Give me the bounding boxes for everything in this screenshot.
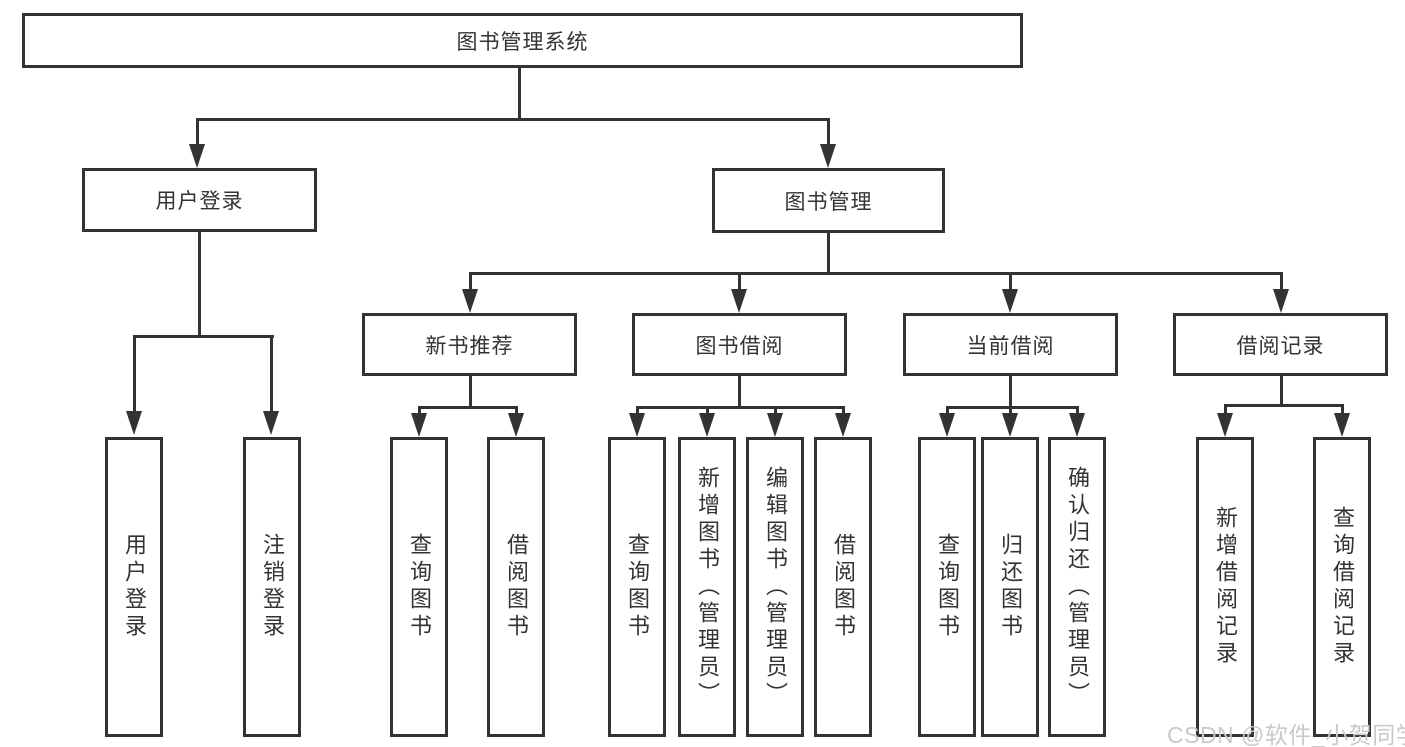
connector-root-drop-left (196, 118, 199, 146)
leaf-borrow-books: 借阅图书 (814, 437, 872, 737)
connector-recommend-bar (418, 406, 518, 409)
arrowhead-to-edit-books (767, 413, 783, 437)
leaf-confirm-return-admin: 确认归还（管理员） (1048, 437, 1106, 737)
arrowhead-to-leaf-user-login (126, 411, 142, 435)
leaf-add-borrow-record: 新增借阅记录 (1196, 437, 1254, 737)
node-current-borrow: 当前借阅 (903, 313, 1118, 376)
node-new-book-recommend: 新书推荐 (362, 313, 577, 376)
node-root: 图书管理系统 (22, 13, 1023, 68)
leaf-query-books-recommend: 查询图书 (390, 437, 448, 737)
connector-root-bar (196, 118, 830, 121)
leaf-query-books-current-label: 查询图书 (935, 533, 960, 641)
node-borrow-records: 借阅记录 (1173, 313, 1388, 376)
connector-login-drop-1 (133, 335, 136, 413)
leaf-add-books-admin-label: 新增图书（管理员） (695, 465, 720, 709)
arrowhead-to-borrow-books-recommend (508, 413, 524, 437)
connector-current-bar (946, 406, 1079, 409)
arrowhead-to-confirm-return (1069, 413, 1085, 437)
leaf-query-books-borrow: 查询图书 (608, 437, 666, 737)
leaf-user-login: 用户登录 (105, 437, 163, 737)
connector-root-drop-right (827, 118, 830, 146)
connector-login-bar (133, 335, 274, 338)
connector-recommend-drop-1 (418, 406, 421, 415)
connector-mgmt-drop-3 (1009, 272, 1012, 291)
leaf-edit-books-admin-label: 编辑图书（管理员） (763, 465, 788, 709)
connector-borrow-drop-2 (706, 406, 709, 415)
arrowhead-to-add-borrow-record (1217, 413, 1233, 437)
connector-mgmt-bar (469, 272, 1283, 275)
leaf-user-login-label: 用户登录 (122, 533, 147, 641)
arrowhead-to-borrow-books (835, 413, 851, 437)
leaf-query-books-current: 查询图书 (918, 437, 976, 737)
arrowhead-to-user-login (189, 144, 205, 168)
connector-records-stem (1280, 376, 1283, 407)
arrowhead-to-query-books-borrow (629, 413, 645, 437)
arrowhead-to-leaf-logout (263, 411, 279, 435)
arrowhead-to-current-borrow (1002, 289, 1018, 313)
connector-login-drop-2 (270, 335, 273, 413)
connector-borrow-stem (738, 376, 741, 409)
connector-current-drop-2 (1009, 406, 1012, 415)
connector-mgmt-drop-4 (1280, 272, 1283, 291)
leaf-add-borrow-record-label: 新增借阅记录 (1213, 506, 1238, 668)
leaf-logout: 注销登录 (243, 437, 301, 737)
node-book-management: 图书管理 (712, 168, 945, 233)
leaf-query-books-recommend-label: 查询图书 (407, 533, 432, 641)
connector-mgmt-drop-1 (469, 272, 472, 291)
arrowhead-to-borrow-records (1273, 289, 1289, 313)
connector-recommend-drop-2 (515, 406, 518, 415)
arrowhead-to-new-book-recommend (462, 289, 478, 313)
connector-current-drop-3 (1076, 406, 1079, 415)
watermark: CSDN @软件_小贺同学 (1167, 722, 1405, 747)
arrowhead-to-query-books-recommend (411, 413, 427, 437)
connector-records-drop-2 (1341, 404, 1344, 415)
connector-records-drop-1 (1224, 404, 1227, 415)
connector-current-drop-1 (946, 406, 949, 415)
connector-borrow-bar (636, 406, 845, 409)
node-user-login: 用户登录 (82, 168, 317, 232)
connector-login-stem (198, 232, 201, 338)
arrowhead-to-query-books-current (939, 413, 955, 437)
connector-mgmt-drop-2 (738, 272, 741, 291)
leaf-borrow-books-label: 借阅图书 (831, 533, 856, 641)
leaf-borrow-books-recommend: 借阅图书 (487, 437, 545, 737)
arrowhead-to-return-books (1002, 413, 1018, 437)
node-book-borrow: 图书借阅 (632, 313, 847, 376)
leaf-query-borrow-record-label: 查询借阅记录 (1330, 506, 1355, 668)
connector-recommend-stem (469, 376, 472, 409)
arrowhead-to-query-borrow-record (1334, 413, 1350, 437)
connector-root-stem (518, 68, 521, 120)
arrowhead-to-book-management (820, 144, 836, 168)
connector-borrow-drop-4 (842, 406, 845, 415)
connector-mgmt-stem (827, 233, 830, 275)
arrowhead-to-add-books (699, 413, 715, 437)
connector-borrow-drop-3 (774, 406, 777, 415)
leaf-logout-label: 注销登录 (260, 533, 285, 641)
leaf-return-books-label: 归还图书 (998, 533, 1023, 641)
leaf-query-books-borrow-label: 查询图书 (625, 533, 650, 641)
leaf-edit-books-admin: 编辑图书（管理员） (746, 437, 804, 737)
connector-current-stem (1009, 376, 1012, 409)
connector-borrow-drop-1 (636, 406, 639, 415)
leaf-return-books: 归还图书 (981, 437, 1039, 737)
leaf-query-borrow-record: 查询借阅记录 (1313, 437, 1371, 737)
connector-records-bar (1224, 404, 1344, 407)
arrowhead-to-book-borrow (731, 289, 747, 313)
leaf-borrow-books-recommend-label: 借阅图书 (504, 533, 529, 641)
leaf-confirm-return-admin-label: 确认归还（管理员） (1065, 465, 1090, 709)
leaf-add-books-admin: 新增图书（管理员） (678, 437, 736, 737)
